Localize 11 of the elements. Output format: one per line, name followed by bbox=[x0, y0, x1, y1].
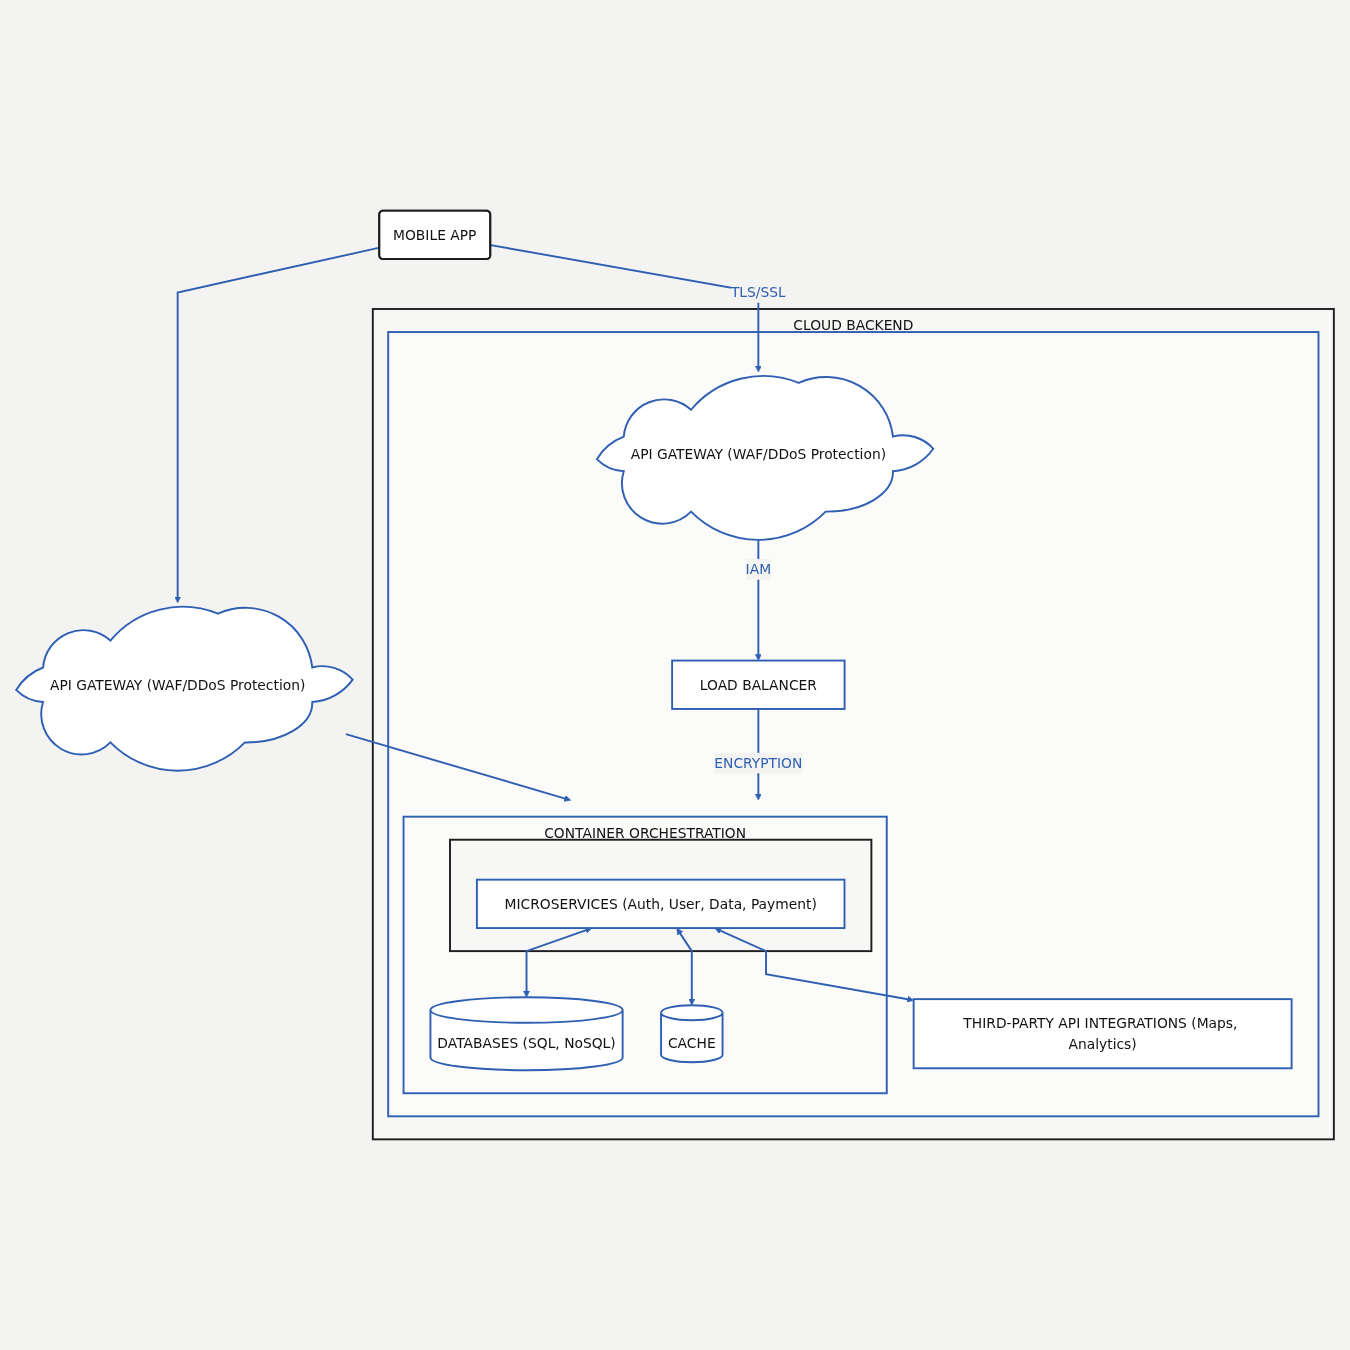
arrow bbox=[714, 927, 914, 1003]
cluster bbox=[449, 838, 873, 953]
arrow bbox=[344, 733, 571, 802]
arrow bbox=[676, 928, 696, 1006]
node-box: LOAD BALANCER bbox=[671, 659, 846, 710]
edge-label: TLS/SSL bbox=[730, 284, 786, 301]
node-box: THIRD-PARTY API INTEGRATIONS (Maps, Analytics) bbox=[912, 998, 1293, 1070]
edge-label: IAM bbox=[745, 561, 772, 578]
node-box: MICROSERVICES (Auth, User, Data, Payment) bbox=[475, 878, 846, 930]
arrow bbox=[523, 927, 592, 998]
edge-label: ENCRYPTION bbox=[714, 754, 803, 772]
